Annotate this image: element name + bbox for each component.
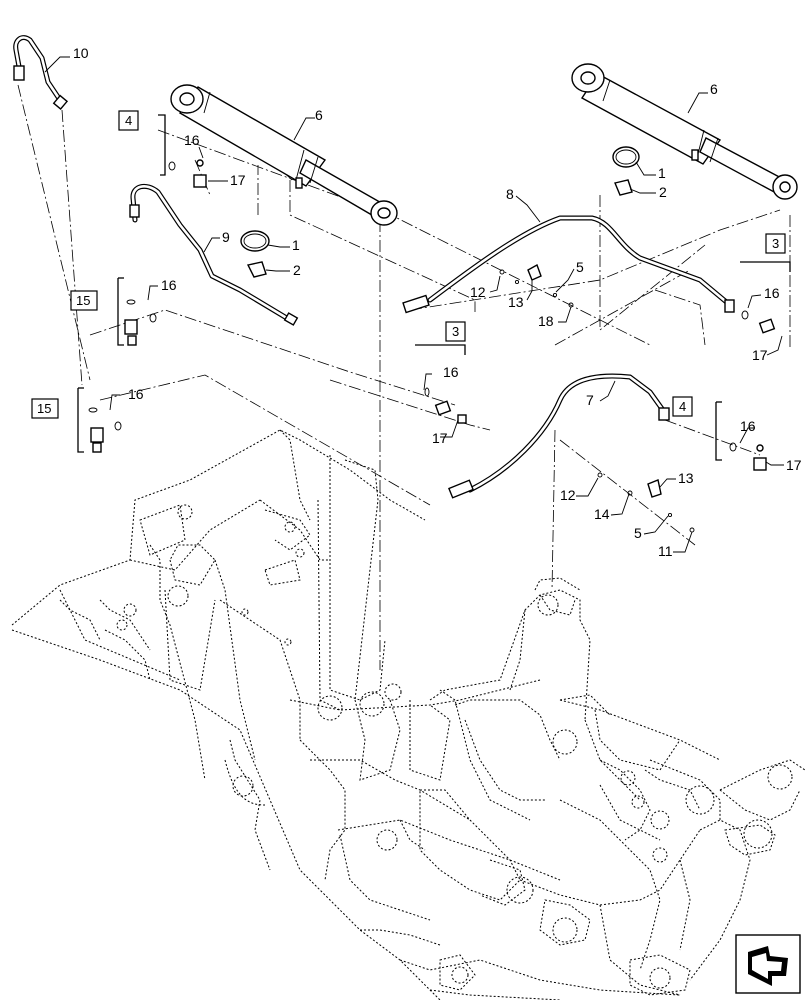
frame-pivots — [116, 504, 793, 989]
callout-1: 1 — [658, 165, 666, 181]
cylinder-left — [170, 84, 398, 226]
callout-2: 2 — [659, 184, 667, 200]
callout-6: 6 — [710, 81, 718, 97]
callout-16: 16 — [443, 364, 459, 380]
bracket-left — [246, 261, 267, 278]
fittings — [88, 159, 776, 533]
callout-17: 17 — [752, 347, 768, 363]
hose-7 — [448, 373, 670, 499]
callout-16: 16 — [128, 386, 144, 402]
hose-10 — [13, 35, 69, 111]
callout-13: 13 — [678, 470, 694, 486]
kit-number-4: 4 — [125, 113, 132, 128]
hose-8 — [402, 215, 735, 314]
callout-12: 12 — [560, 487, 576, 503]
kit-number-15: 15 — [37, 401, 51, 416]
callout-14: 14 — [594, 506, 610, 522]
callout-2: 2 — [293, 262, 301, 278]
callout-1: 1 — [292, 237, 300, 253]
arrow-icon — [735, 934, 801, 994]
kit-number-3: 3 — [772, 236, 779, 251]
bracket-right — [614, 179, 633, 196]
hose-9 — [129, 183, 299, 326]
callout-9: 9 — [222, 229, 230, 245]
callout-7: 7 — [586, 392, 594, 408]
kit-brackets — [77, 114, 791, 461]
callout-17: 17 — [230, 172, 246, 188]
cylinder-right — [571, 63, 798, 200]
callout-16: 16 — [764, 285, 780, 301]
kit-labels: 4 3 15 3 4 15 — [31, 110, 786, 419]
callout-10: 10 — [73, 45, 89, 61]
callout-8: 8 — [506, 186, 514, 202]
kit-number-15: 15 — [76, 293, 90, 308]
callout-16: 16 — [161, 277, 177, 293]
callout-16: 16 — [184, 132, 200, 148]
callout-12: 12 — [470, 284, 486, 300]
callout-13: 13 — [508, 294, 524, 310]
callout-5: 5 — [576, 259, 584, 275]
callout-18: 18 — [538, 313, 554, 329]
callout-5: 5 — [634, 525, 642, 541]
callout-16: 16 — [740, 418, 756, 434]
callout-6: 6 — [315, 107, 323, 123]
clamp-left — [240, 230, 270, 252]
clamp-right — [612, 146, 640, 168]
center-lines — [17, 84, 791, 670]
callout-17: 17 — [786, 457, 802, 473]
kit-number-3: 3 — [452, 324, 459, 339]
callout-labels: 10 6 6 16 17 1 2 8 9 1 2 5 16 12 13 16 1… — [73, 45, 802, 559]
machine-frame — [11, 429, 806, 1000]
leader-lines — [44, 56, 784, 553]
kit-number-4: 4 — [679, 399, 686, 414]
callout-11: 11 — [658, 543, 673, 559]
callout-17: 17 — [432, 430, 448, 446]
